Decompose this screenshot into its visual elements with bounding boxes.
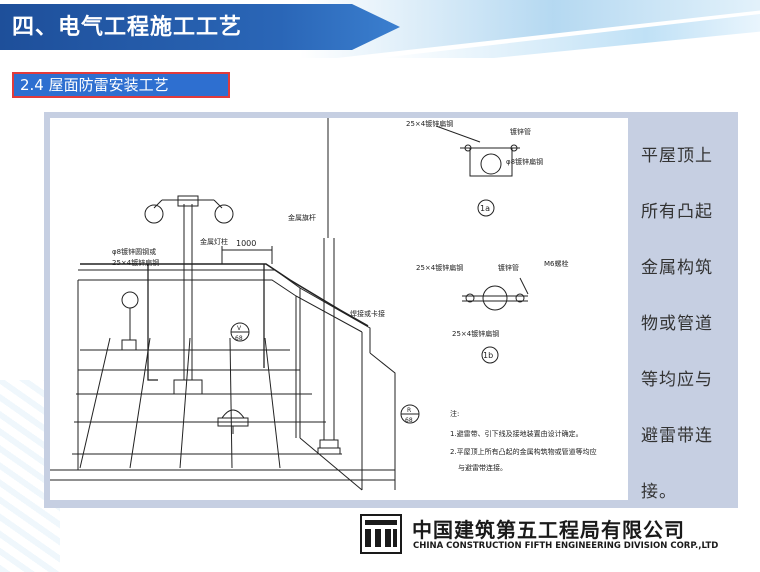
- company-logo-icon: [360, 514, 402, 554]
- detail-1a: [435, 125, 520, 217]
- company-name-cn: 中国建筑第五工程局有限公司: [412, 518, 685, 542]
- title-banner: [0, 4, 400, 50]
- roof-floor-grid: [72, 337, 342, 469]
- figure-panel: φ8镀锌圆钢或 25×4镀锌扁钢 金属灯柱 1000 金属旗杆 焊接或卡接 V …: [50, 118, 628, 500]
- label-1a-flat: 25×4镀锌扁钢: [406, 119, 453, 128]
- lamp-post: [144, 195, 234, 395]
- flagpole: [317, 118, 341, 455]
- roof-vent: [217, 409, 249, 434]
- label-round-steel: φ8镀锌圆钢或: [112, 247, 156, 256]
- notes-heading: 注:: [450, 409, 459, 418]
- detail-1b: [462, 277, 529, 364]
- label-weld-clamp: 焊接或卡接: [350, 309, 385, 318]
- detail-1a-tag: 1a: [480, 204, 490, 213]
- detail-v-letter: V: [237, 325, 242, 332]
- label-1b-flat-bottom: 25×4镀锌扁钢: [452, 329, 499, 338]
- notes-line-2: 2.平屋顶上所有凸起的金属构筑物或管道等均应: [450, 447, 597, 456]
- parapet-wall: [50, 269, 396, 491]
- page-title: 四、电气工程施工工艺: [12, 15, 243, 40]
- label-flat-steel: 25×4镀锌扁钢: [112, 258, 159, 267]
- label-spacing: 1000: [236, 239, 256, 248]
- label-lamp-post: 金属灯柱: [200, 237, 228, 246]
- detail-r-number: 68: [405, 417, 413, 424]
- lightning-belt: [80, 263, 369, 327]
- label-1b-pipe: 镀锌管: [498, 263, 519, 272]
- detail-r-letter: R: [407, 407, 411, 414]
- label-1b-flat-top: 25×4镀锌扁钢: [416, 263, 463, 272]
- dimension-1000: [221, 246, 273, 264]
- detail-1b-tag: 1b: [483, 351, 493, 360]
- section-heading: 2.4 屋面防雷安装工艺: [12, 72, 230, 98]
- label-flagpole: 金属旗杆: [288, 213, 316, 222]
- notes-line-1: 1.避雷带、引下线及接地装置由设计确定。: [450, 429, 583, 438]
- notes-line-3: 与避雷带连接。: [458, 463, 507, 472]
- company-name-en: CHINA CONSTRUCTION FIFTH ENGINEERING DIV…: [413, 541, 719, 551]
- side-panel: [634, 112, 738, 508]
- detail-v-number: 68: [235, 335, 243, 342]
- lightning-protection-drawing: φ8镀锌圆钢或 25×4镀锌扁钢 金属灯柱 1000 金属旗杆 焊接或卡接 V …: [50, 118, 597, 491]
- wall-lamp: [121, 291, 139, 351]
- side-description: 平屋顶上 所有凸起 金属构筑 物或管道 等均应与 避雷带连 接。: [641, 146, 713, 502]
- label-1b-bolt: M6螺栓: [544, 259, 569, 268]
- label-1a-round: φ8镀锌扁钢: [506, 157, 543, 166]
- label-1a-pipe: 镀锌管: [510, 127, 531, 136]
